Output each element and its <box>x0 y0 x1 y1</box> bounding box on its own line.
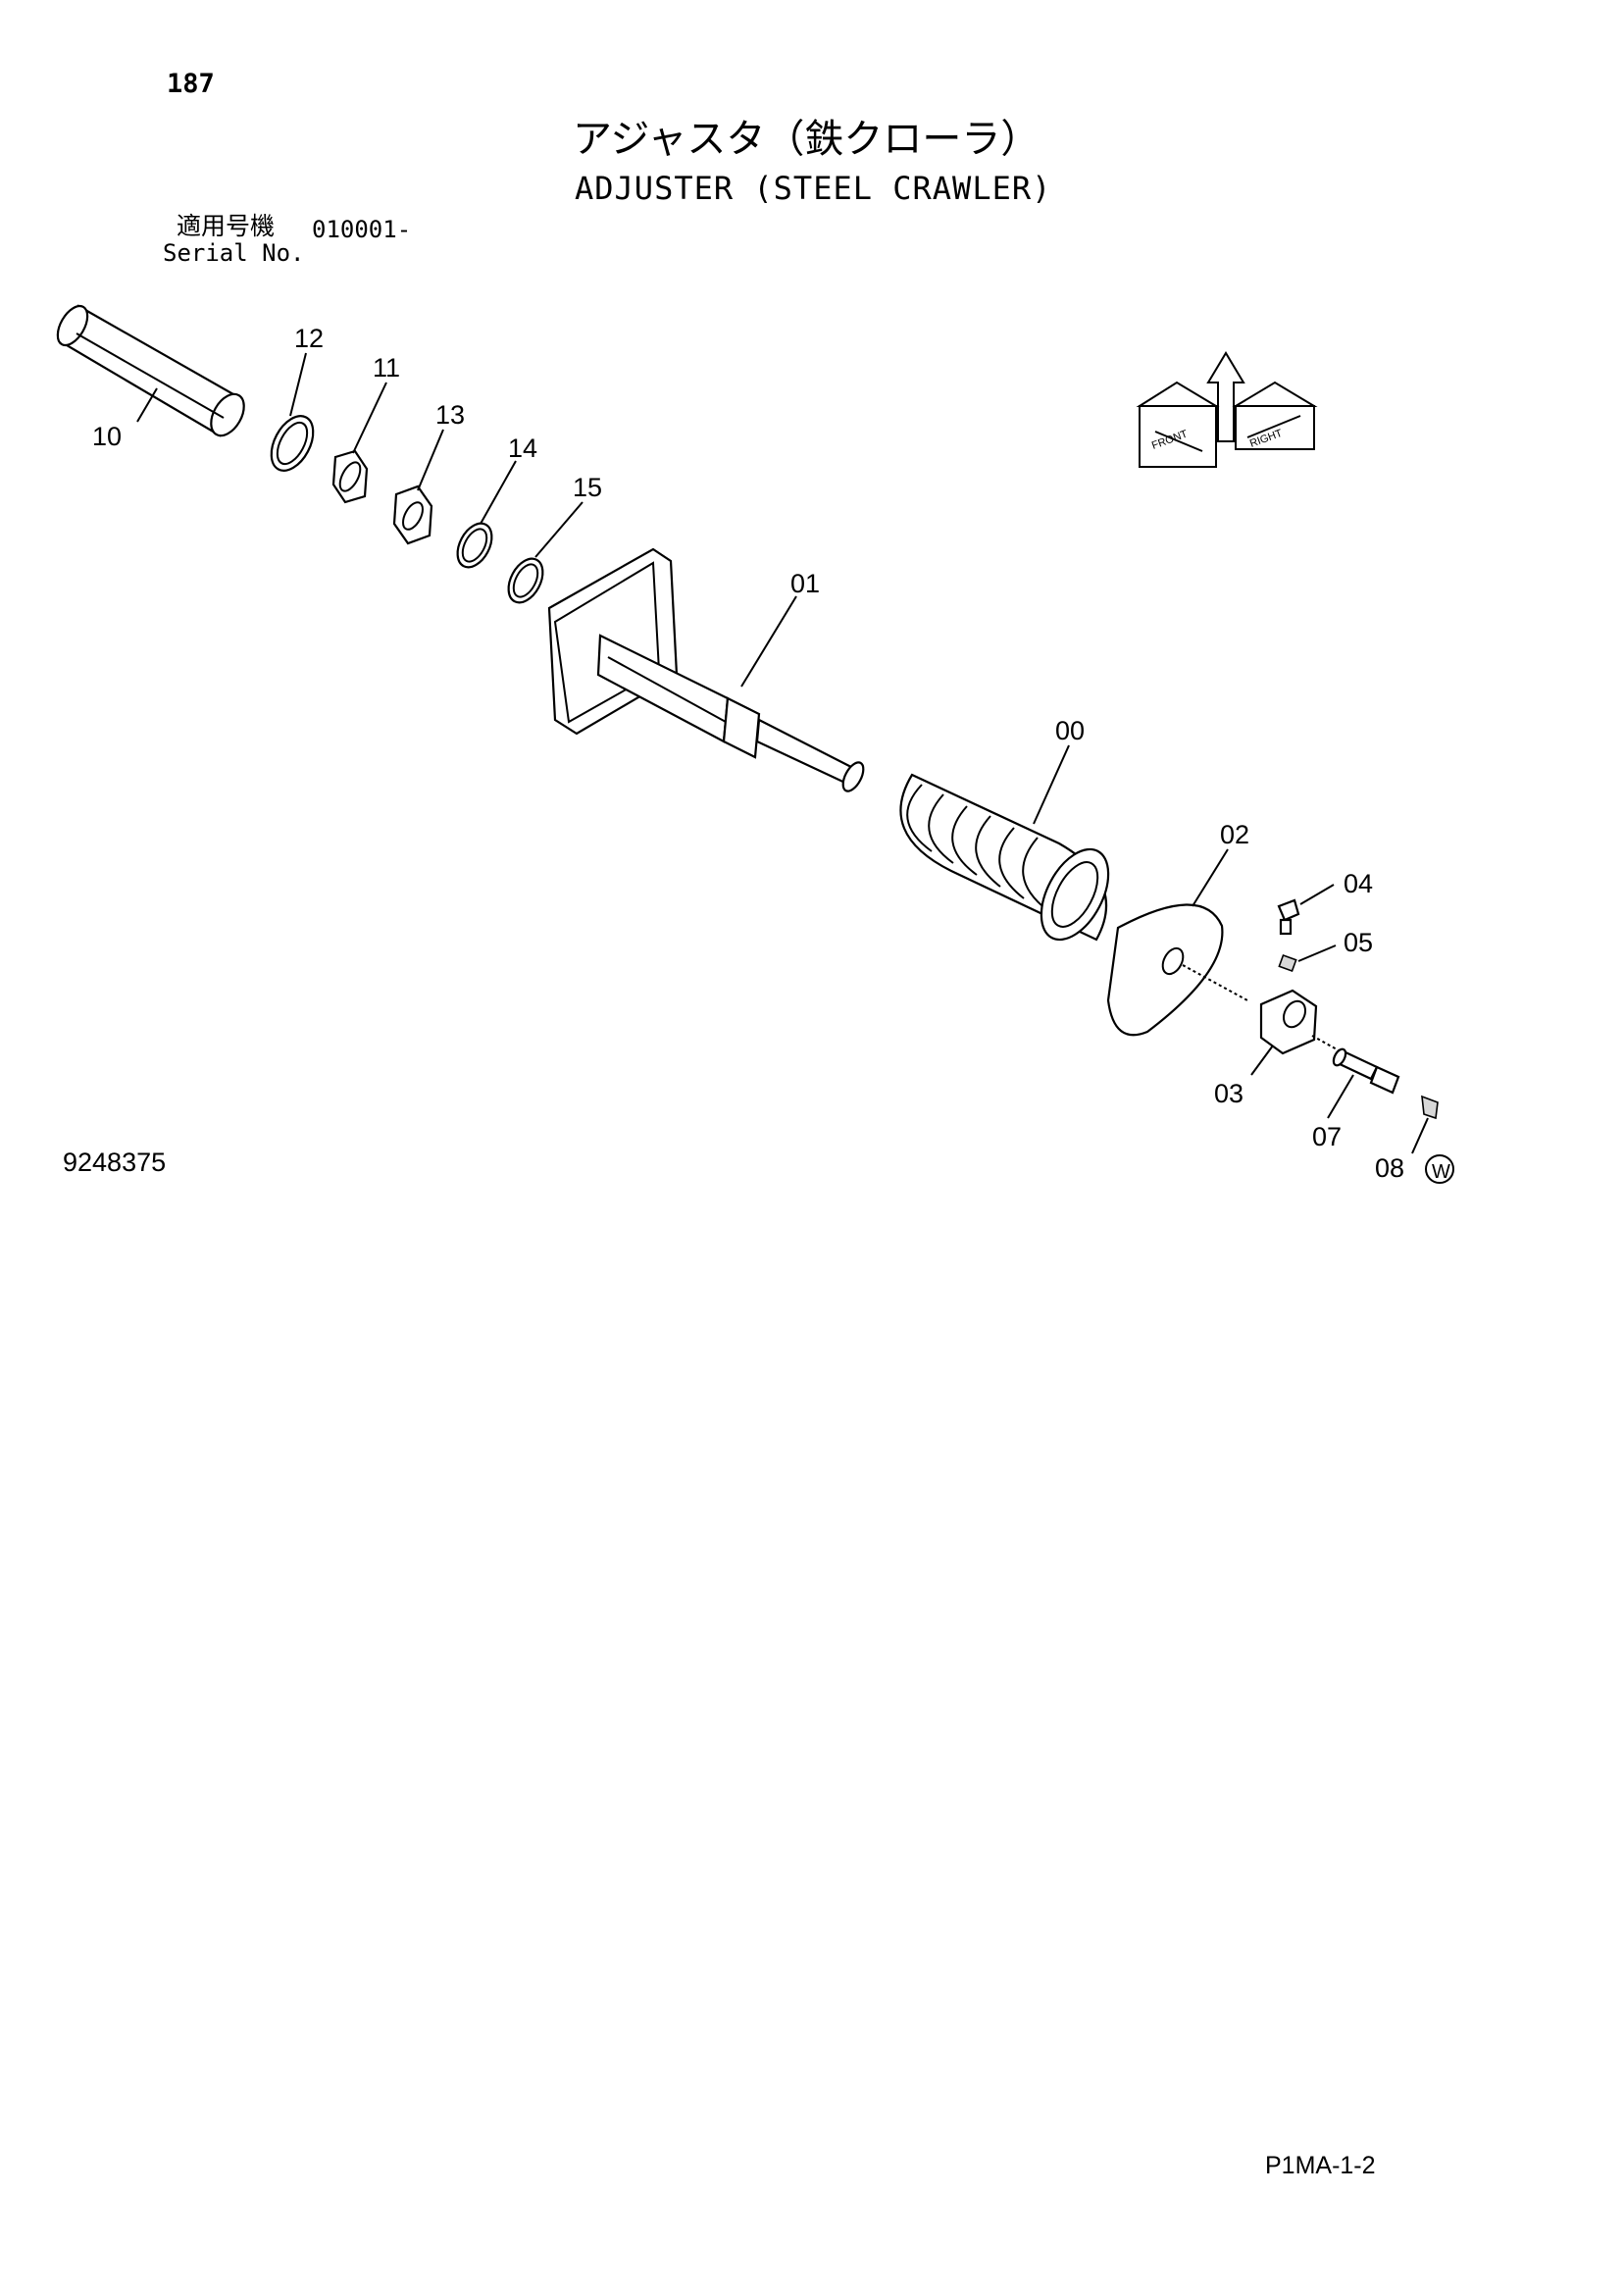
leader-lines <box>136 352 1429 1154</box>
orientation-arrows-icon: FRONT RIGHT <box>1136 351 1318 468</box>
callout-00[interactable]: 00 <box>1055 716 1085 745</box>
callout-01[interactable]: 01 <box>790 569 820 598</box>
page-title-english: ADJUSTER (STEEL CRAWLER) <box>575 170 1052 207</box>
part-07-valve[interactable] <box>1331 1047 1400 1095</box>
part-00-spring[interactable] <box>899 773 1122 950</box>
part-11-nut[interactable] <box>331 449 369 504</box>
callout-15[interactable]: 15 <box>573 473 602 502</box>
callout-05[interactable]: 05 <box>1344 928 1373 957</box>
part-10-pin[interactable] <box>52 301 251 441</box>
serial-label-english: Serial No. <box>163 239 305 267</box>
page-code: P1MA-1-2 <box>1265 2152 1376 2179</box>
part-12-snap-ring[interactable] <box>263 409 322 478</box>
drawing-number: 9248375 <box>63 1148 167 1177</box>
part-08-cap[interactable] <box>1421 1095 1439 1120</box>
callout-02[interactable]: 02 <box>1220 820 1249 849</box>
part-13-washer[interactable] <box>392 485 433 545</box>
part-02-bracket[interactable] <box>1106 903 1248 1037</box>
part-01-rod[interactable] <box>547 547 868 794</box>
part-04-grease-fitting[interactable] <box>1277 898 1300 936</box>
part-14-shim[interactable] <box>450 518 498 573</box>
w-mark-icon: W <box>1425 1154 1454 1184</box>
callout-13[interactable]: 13 <box>435 400 465 430</box>
callout-11[interactable]: 11 <box>373 353 400 383</box>
callout-10[interactable]: 10 <box>92 422 122 451</box>
page-title-japanese: アジャスタ（鉄クローラ） <box>573 117 1040 162</box>
callout-04[interactable]: 04 <box>1344 869 1373 898</box>
part-03-body[interactable] <box>1259 989 1348 1056</box>
callout-12[interactable]: 12 <box>294 324 324 353</box>
page-number: 187 <box>167 69 215 99</box>
callout-14[interactable]: 14 <box>508 434 537 463</box>
serial-range: 010001- <box>312 216 412 243</box>
w-mark-letter: W <box>1432 1161 1450 1183</box>
callout-08[interactable]: 08 <box>1375 1153 1404 1183</box>
callout-07[interactable]: 07 <box>1312 1122 1342 1151</box>
serial-label-japanese: 適用号機 <box>177 212 276 240</box>
part-05-nut[interactable] <box>1278 953 1297 973</box>
part-15-shim[interactable] <box>501 553 549 608</box>
callout-03[interactable]: 03 <box>1214 1079 1243 1108</box>
callout-labels: 12 11 10 13 14 15 01 00 02 04 05 03 07 0… <box>92 324 1404 1183</box>
